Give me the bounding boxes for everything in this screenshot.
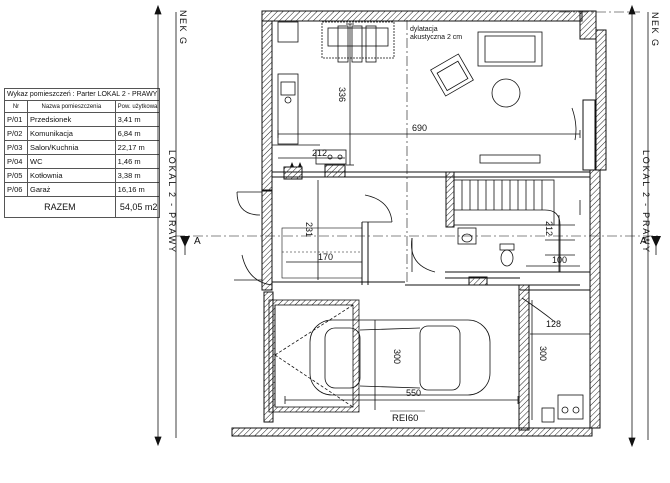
room-number: P/04 bbox=[4, 154, 28, 169]
dim-kitchen-counter: 212 bbox=[312, 148, 327, 158]
wc-fixtures bbox=[457, 227, 515, 267]
room-number: P/03 bbox=[4, 140, 28, 155]
room-area: 3,38 m bbox=[114, 168, 161, 183]
axis-right-mid-label: LOKAL 2 - PRAWY bbox=[641, 150, 651, 254]
total-area: 54,05 m2 bbox=[114, 196, 161, 218]
exterior-walls bbox=[231, 10, 607, 437]
fire-rating-label: REI60 bbox=[392, 413, 418, 424]
section-label-left: A bbox=[194, 236, 201, 247]
dim-garage-width: 550 bbox=[406, 388, 421, 398]
table-row: P/02 Komunikacja 6,84 m bbox=[4, 126, 161, 141]
section-label-right: A bbox=[640, 236, 647, 247]
dim-living-depth: 336 bbox=[337, 87, 347, 102]
total-label: RAZEM bbox=[4, 196, 116, 218]
total-row: RAZEM 54,05 m2 bbox=[4, 196, 161, 218]
axis-left-mid-label: LOKAL 2 - PRAWY bbox=[167, 150, 177, 254]
furniture bbox=[272, 21, 543, 165]
axis-left bbox=[154, 4, 177, 447]
interior-walls bbox=[272, 166, 590, 291]
dim-hall-depth: 231 bbox=[304, 222, 314, 237]
hall-closet bbox=[281, 227, 363, 279]
dim-hall-width: 170 bbox=[318, 252, 333, 262]
dim-stair-width: 212 bbox=[544, 221, 554, 236]
room-number: P/01 bbox=[4, 112, 28, 127]
dim-garage-depth: 300 bbox=[392, 349, 402, 364]
dilatation-note-line2: akustyczna 2 cm bbox=[410, 34, 462, 41]
doors bbox=[234, 107, 577, 323]
section-marker-right: A bbox=[640, 236, 661, 255]
table-row: P/06 Garaż 16,16 m bbox=[4, 182, 161, 197]
room-area-table: Wykaz pomieszczeń : Parter LOKAL 2 - PRA… bbox=[3, 88, 161, 218]
axis-left-top-label: NEK G bbox=[178, 10, 188, 46]
axis-right-top-label: NEK G bbox=[650, 12, 660, 48]
dilatation-note-line1: dylatacja bbox=[410, 26, 438, 33]
table-row: P/05 Kotłownia 3,38 m bbox=[4, 168, 161, 183]
staircase bbox=[453, 179, 575, 272]
garage bbox=[268, 299, 584, 423]
dim-wc-width: 100 bbox=[552, 255, 567, 265]
dimension-lines bbox=[277, 23, 590, 420]
dim-living-width: 690 bbox=[412, 123, 427, 133]
section-marker-left: A bbox=[180, 236, 201, 255]
vent-arrows bbox=[290, 162, 302, 167]
dim-boiler-width: 128 bbox=[546, 319, 561, 329]
dim-boiler-depth: 300 bbox=[538, 346, 548, 361]
